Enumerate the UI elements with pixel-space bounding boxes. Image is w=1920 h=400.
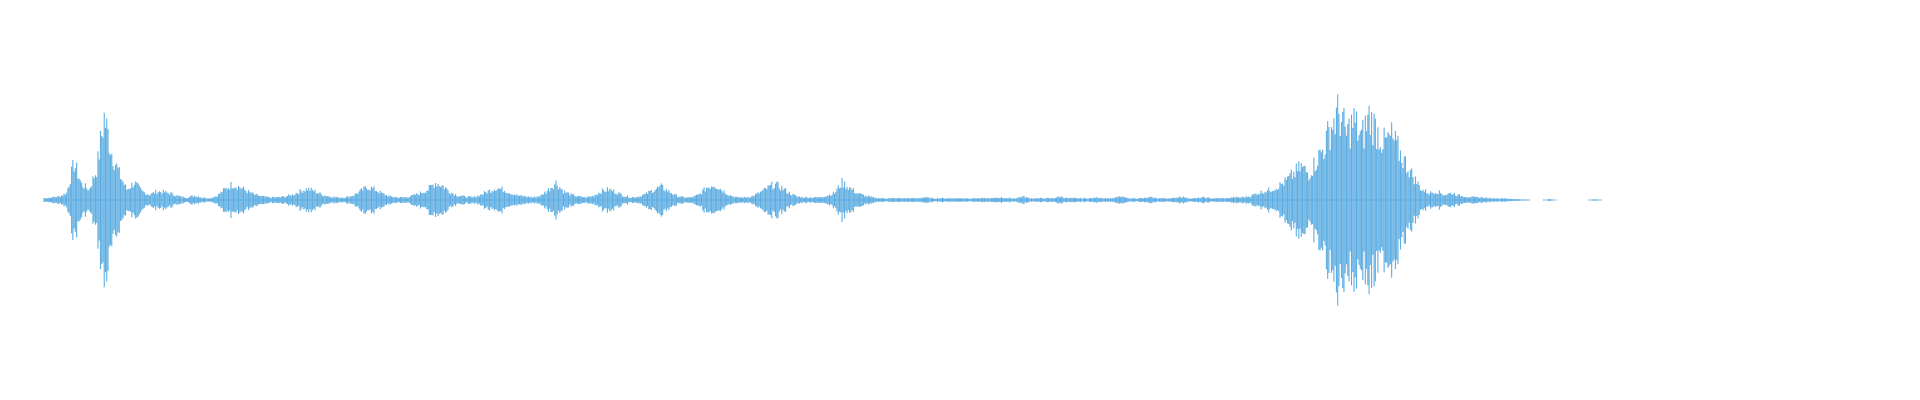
waveform-bars <box>43 94 1602 306</box>
